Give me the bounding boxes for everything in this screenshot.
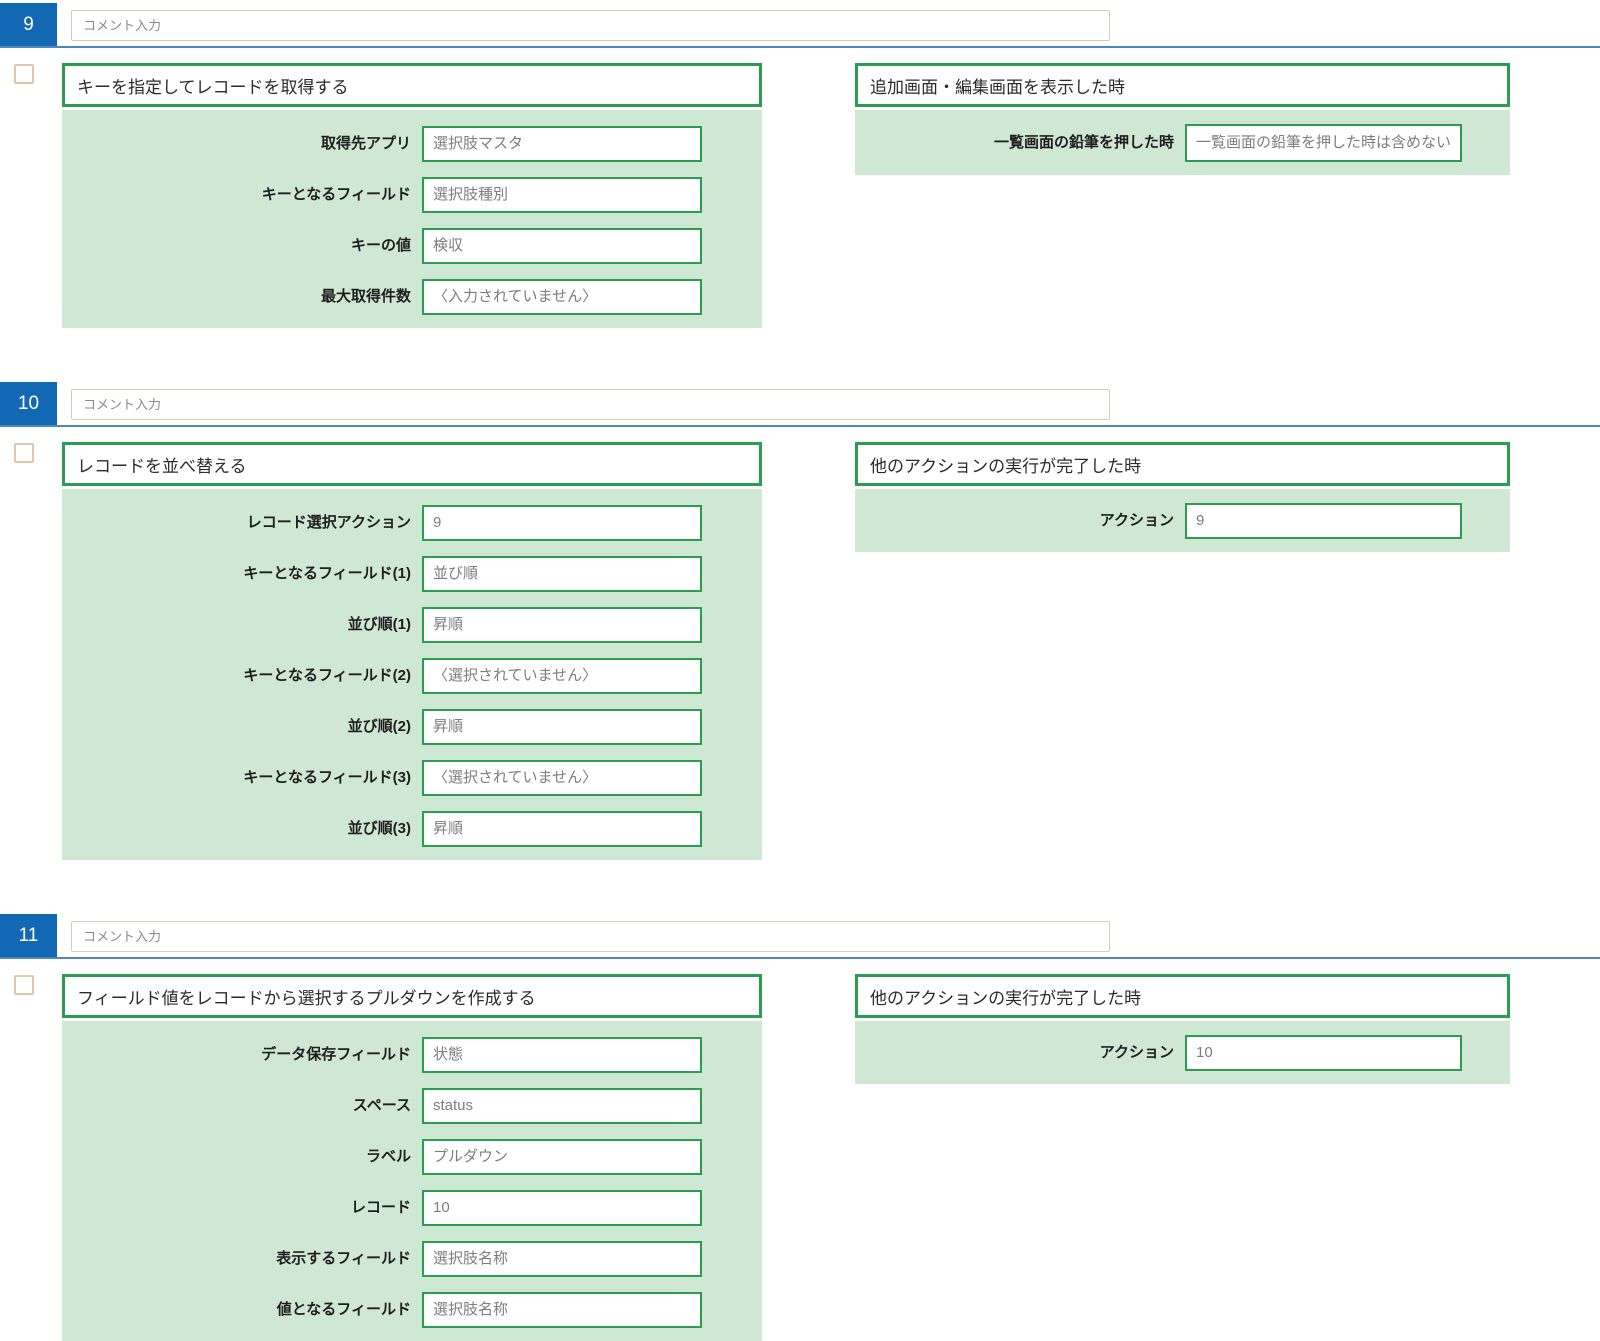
field-row: 並び順(2) 昇順 bbox=[62, 709, 762, 745]
field-value[interactable]: 10 bbox=[422, 1190, 702, 1226]
field-value[interactable]: 9 bbox=[422, 505, 702, 541]
trigger-fields: アクション 9 bbox=[855, 489, 1510, 552]
field-row: アクション 10 bbox=[855, 1035, 1510, 1071]
trigger-fields: 一覧画面の鉛筆を押した時 一覧画面の鉛筆を押した時は含めない bbox=[855, 110, 1510, 175]
field-row: データ保存フィールド 状態 bbox=[62, 1037, 762, 1073]
field-label: レコード選択アクション bbox=[246, 514, 411, 532]
field-row: ラベル プルダウン bbox=[62, 1139, 762, 1175]
field-row: アクション 9 bbox=[855, 503, 1510, 539]
field-row: キーとなるフィールド(2) 〈選択されていません〉 bbox=[62, 658, 762, 694]
trigger-fields: アクション 10 bbox=[855, 1021, 1510, 1084]
field-value[interactable]: プルダウン bbox=[422, 1139, 702, 1175]
field-row: レコード選択アクション 9 bbox=[62, 505, 762, 541]
checkbox-column bbox=[0, 442, 62, 463]
trigger-panel: 他のアクションの実行が完了した時 アクション 9 bbox=[855, 442, 1510, 552]
action-section: 10 レコードを並べ替える レコード選択アクション 9 キーとなるフィールド(1… bbox=[0, 382, 1600, 860]
field-row: スペース status bbox=[62, 1088, 762, 1124]
action-fields: データ保存フィールド 状態 スペース status ラベル プルダウン レコード… bbox=[62, 1021, 762, 1341]
field-row: 値となるフィールド 選択肢名称 bbox=[62, 1292, 762, 1328]
action-fields: 取得先アプリ 選択肢マスタ キーとなるフィールド 選択肢種別 キーの値 検収 最… bbox=[62, 110, 762, 328]
field-value[interactable]: 並び順 bbox=[422, 556, 702, 592]
field-label: 取得先アプリ bbox=[320, 135, 411, 153]
select-checkbox[interactable] bbox=[14, 443, 34, 463]
field-label: 並び順(1) bbox=[347, 616, 411, 634]
field-value[interactable]: 選択肢名称 bbox=[422, 1292, 702, 1328]
field-label: キーとなるフィールド(3) bbox=[243, 769, 411, 787]
action-title[interactable]: レコードを並べ替える bbox=[62, 442, 762, 486]
field-value[interactable]: status bbox=[422, 1088, 702, 1124]
action-number-badge: 11 bbox=[0, 914, 57, 957]
field-row: 表示するフィールド 選択肢名称 bbox=[62, 1241, 762, 1277]
field-label: キーとなるフィールド bbox=[261, 186, 411, 204]
field-value[interactable]: 昇順 bbox=[422, 811, 702, 847]
section-header: 9 bbox=[0, 3, 1600, 48]
field-value[interactable]: 9 bbox=[1185, 503, 1462, 539]
field-label: 値となるフィールド bbox=[276, 1301, 411, 1319]
trigger-title[interactable]: 追加画面・編集画面を表示した時 bbox=[855, 63, 1510, 107]
action-panel: キーを指定してレコードを取得する 取得先アプリ 選択肢マスタ キーとなるフィール… bbox=[62, 63, 762, 328]
field-value[interactable]: 〈入力されていません〉 bbox=[422, 279, 702, 315]
field-label: アクション bbox=[1099, 512, 1174, 530]
field-row: 一覧画面の鉛筆を押した時 一覧画面の鉛筆を押した時は含めない bbox=[855, 124, 1510, 162]
field-value[interactable]: 10 bbox=[1185, 1035, 1462, 1071]
field-row: 取得先アプリ 選択肢マスタ bbox=[62, 126, 762, 162]
field-label: キーの値 bbox=[350, 237, 411, 255]
field-label: キーとなるフィールド(2) bbox=[243, 667, 411, 685]
field-label: ラベル bbox=[365, 1148, 411, 1166]
field-label: キーとなるフィールド(1) bbox=[243, 565, 411, 583]
field-value[interactable]: 昇順 bbox=[422, 607, 702, 643]
field-value[interactable]: 〈選択されていません〉 bbox=[422, 658, 702, 694]
section-header: 10 bbox=[0, 382, 1600, 427]
trigger-title[interactable]: 他のアクションの実行が完了した時 bbox=[855, 974, 1510, 1018]
field-row: キーとなるフィールド(1) 並び順 bbox=[62, 556, 762, 592]
field-row: 並び順(3) 昇順 bbox=[62, 811, 762, 847]
select-checkbox[interactable] bbox=[14, 975, 34, 995]
trigger-panel: 他のアクションの実行が完了した時 アクション 10 bbox=[855, 974, 1510, 1084]
field-label: データ保存フィールド bbox=[261, 1046, 411, 1064]
action-section: 11 フィールド値をレコードから選択するプルダウンを作成する データ保存フィール… bbox=[0, 914, 1600, 1341]
field-row: 並び順(1) 昇順 bbox=[62, 607, 762, 643]
field-label: レコード bbox=[350, 1199, 411, 1217]
comment-input[interactable] bbox=[71, 389, 1110, 420]
comment-input[interactable] bbox=[71, 921, 1110, 952]
comment-input[interactable] bbox=[71, 10, 1110, 41]
section-header: 11 bbox=[0, 914, 1600, 959]
checkbox-column bbox=[0, 974, 62, 995]
trigger-title[interactable]: 他のアクションの実行が完了した時 bbox=[855, 442, 1510, 486]
checkbox-column bbox=[0, 63, 62, 84]
action-section: 9 キーを指定してレコードを取得する 取得先アプリ 選択肢マスタ キーとなるフィ… bbox=[0, 3, 1600, 328]
select-checkbox[interactable] bbox=[14, 64, 34, 84]
field-row: 最大取得件数 〈入力されていません〉 bbox=[62, 279, 762, 315]
field-value[interactable]: 選択肢種別 bbox=[422, 177, 702, 213]
field-value[interactable]: 一覧画面の鉛筆を押した時は含めない bbox=[1185, 124, 1462, 162]
field-label: アクション bbox=[1099, 1044, 1174, 1062]
field-value[interactable]: 選択肢マスタ bbox=[422, 126, 702, 162]
trigger-panel: 追加画面・編集画面を表示した時 一覧画面の鉛筆を押した時 一覧画面の鉛筆を押した… bbox=[855, 63, 1510, 175]
field-value[interactable]: 〈選択されていません〉 bbox=[422, 760, 702, 796]
action-title[interactable]: キーを指定してレコードを取得する bbox=[62, 63, 762, 107]
field-value[interactable]: 検収 bbox=[422, 228, 702, 264]
field-row: レコード 10 bbox=[62, 1190, 762, 1226]
field-label: スペース bbox=[352, 1097, 411, 1115]
action-title[interactable]: フィールド値をレコードから選択するプルダウンを作成する bbox=[62, 974, 762, 1018]
field-value[interactable]: 選択肢名称 bbox=[422, 1241, 702, 1277]
field-row: キーとなるフィールド 選択肢種別 bbox=[62, 177, 762, 213]
action-panel: フィールド値をレコードから選択するプルダウンを作成する データ保存フィールド 状… bbox=[62, 974, 762, 1341]
field-label: 一覧画面の鉛筆を押した時 bbox=[993, 134, 1174, 152]
action-number-badge: 10 bbox=[0, 382, 57, 425]
field-label: 表示するフィールド bbox=[276, 1250, 411, 1268]
field-label: 並び順(2) bbox=[347, 718, 411, 736]
action-number-badge: 9 bbox=[0, 3, 57, 46]
field-row: キーの値 検収 bbox=[62, 228, 762, 264]
field-label: 最大取得件数 bbox=[320, 288, 411, 306]
action-panel: レコードを並べ替える レコード選択アクション 9 キーとなるフィールド(1) 並… bbox=[62, 442, 762, 860]
field-value[interactable]: 状態 bbox=[422, 1037, 702, 1073]
action-fields: レコード選択アクション 9 キーとなるフィールド(1) 並び順 並び順(1) 昇… bbox=[62, 489, 762, 860]
field-value[interactable]: 昇順 bbox=[422, 709, 702, 745]
field-row: キーとなるフィールド(3) 〈選択されていません〉 bbox=[62, 760, 762, 796]
field-label: 並び順(3) bbox=[347, 820, 411, 838]
